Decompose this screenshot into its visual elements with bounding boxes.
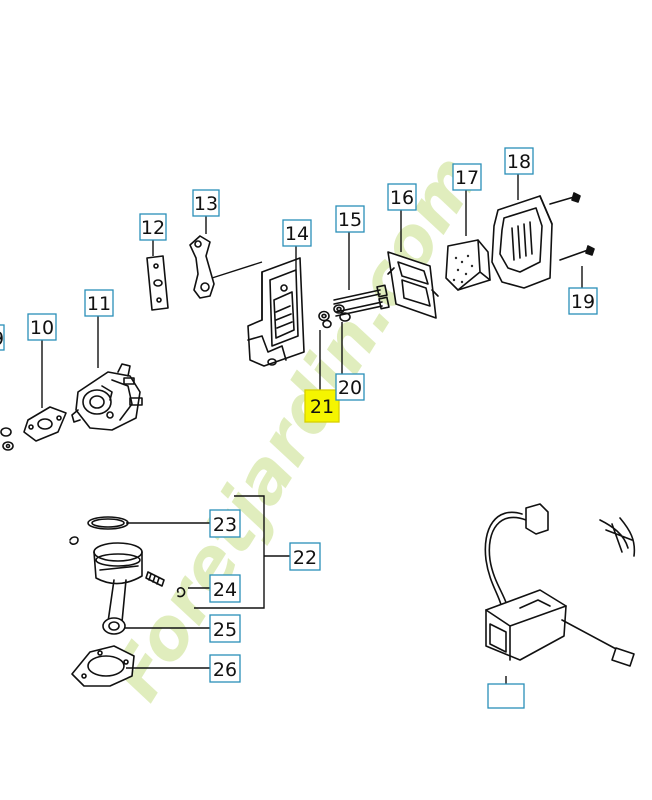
label-part-17[interactable]: 17 <box>455 167 479 189</box>
label-part-16[interactable]: 16 <box>390 187 414 209</box>
part-26-gasket-drawing <box>71 645 135 687</box>
part-19-screws-drawing <box>549 192 595 261</box>
part-12-plate-drawing <box>146 255 169 311</box>
part-13-lever-drawing <box>189 235 215 299</box>
part-18-cover-drawing <box>491 195 553 289</box>
part-17-sponge-drawing <box>445 239 491 291</box>
part-24-pin-drawing <box>145 571 186 598</box>
label-part-21-highlighted[interactable]: 21 <box>310 396 334 418</box>
part-23-piston-ring-drawing <box>87 516 129 530</box>
part-14-filter-base-drawing <box>247 257 305 367</box>
label-part-14[interactable]: 14 <box>285 223 309 245</box>
ignition-coil-drawing <box>484 503 636 667</box>
label-part-20[interactable]: 20 <box>338 377 362 399</box>
label-boxes <box>0 147 598 709</box>
label-part-13[interactable]: 13 <box>194 193 218 215</box>
label-part-22[interactable]: 22 <box>293 547 317 569</box>
label-part-9[interactable]: 9 <box>0 328 4 350</box>
piston-drawing <box>69 536 143 635</box>
label-part-11[interactable]: 11 <box>87 293 111 315</box>
label-part-23[interactable]: 23 <box>213 514 237 536</box>
part-21-washer-drawing <box>318 310 332 329</box>
part-9-washer-drawing <box>0 427 14 451</box>
part-11-carburetor-drawing <box>71 363 143 431</box>
part-15-bolts-drawing <box>333 284 390 317</box>
label-part-25[interactable]: 25 <box>213 619 237 641</box>
label-part-26[interactable]: 26 <box>213 659 237 681</box>
label-part-19[interactable]: 19 <box>571 291 595 313</box>
leader-lines <box>41 174 583 686</box>
label-part-12[interactable]: 12 <box>141 217 165 239</box>
label-part-15[interactable]: 15 <box>338 209 362 231</box>
label-part-24[interactable]: 24 <box>213 579 237 601</box>
label-part-18[interactable]: 18 <box>507 151 531 173</box>
part-20-washer-drawing <box>333 304 351 322</box>
label-part-10[interactable]: 10 <box>30 317 54 339</box>
part-16-gasket-drawing <box>387 251 439 319</box>
part-10-gasket-drawing <box>23 406 67 442</box>
